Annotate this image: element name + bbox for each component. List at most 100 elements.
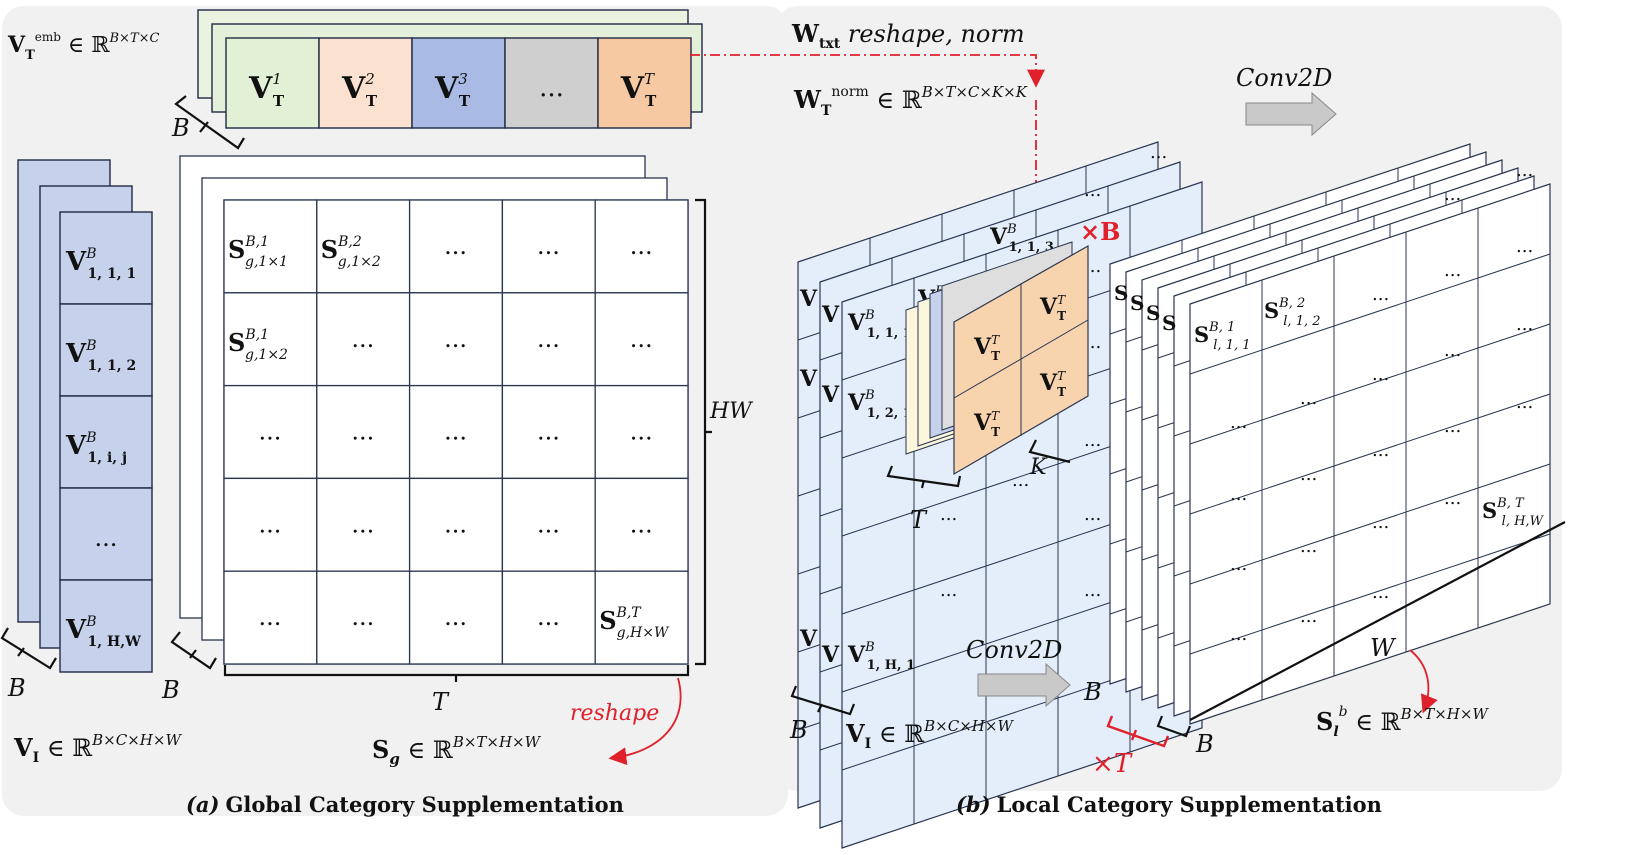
similarity-cell bbox=[316, 384, 411, 480]
input-plane-partial-label: V bbox=[799, 626, 818, 652]
similarity-ellipsis: ... bbox=[351, 603, 374, 631]
output-plane-partial-label: S bbox=[1114, 281, 1128, 305]
similarity-cell bbox=[223, 199, 318, 294]
similarity-cell bbox=[223, 570, 318, 665]
similarity-cell bbox=[316, 570, 411, 665]
output-plane-partial-label: S bbox=[1162, 311, 1176, 335]
conv2d-top-arrow bbox=[1245, 91, 1337, 137]
similarity-ellipsis: ... bbox=[259, 418, 282, 446]
hw-brace bbox=[695, 198, 712, 666]
panel-b-vi-formula: VI ∈ ℝB×C×H×W bbox=[845, 717, 1014, 752]
similarity-ellipsis: ... bbox=[351, 325, 374, 353]
input-plane-ellipsis: ... bbox=[1084, 580, 1101, 601]
similarity-cell bbox=[408, 384, 504, 480]
similarity-cell bbox=[316, 292, 411, 387]
image-feature-ellipsis: ... bbox=[95, 524, 118, 552]
output-b-brace bbox=[1156, 715, 1192, 738]
similarity-cell bbox=[501, 570, 596, 665]
image-feature-cell bbox=[59, 211, 153, 305]
output-plane-ellipsis: ... bbox=[1300, 388, 1317, 409]
input-plane-ellipsis: ... bbox=[940, 580, 957, 601]
similarity-ellipsis: ... bbox=[444, 325, 467, 353]
output-plane-ellipsis: ... bbox=[1444, 184, 1461, 205]
output-plane-ellipsis: ... bbox=[1372, 582, 1389, 603]
reshape-arrow bbox=[608, 677, 682, 766]
similarity-cell bbox=[223, 477, 318, 572]
image-b-brace bbox=[0, 627, 57, 670]
times-t-label: ×T bbox=[1092, 749, 1133, 779]
similarity-cell bbox=[316, 477, 411, 572]
output-b-label: B bbox=[1195, 730, 1214, 758]
similarity-cell bbox=[594, 199, 689, 294]
similarity-cell bbox=[501, 199, 596, 294]
output-plane-partial-label: S bbox=[1130, 291, 1144, 315]
output-plane-ellipsis: ... bbox=[1230, 554, 1247, 575]
panel-b-caption: (b)Local Category Supplementation bbox=[956, 792, 1382, 817]
image-feature-cell bbox=[59, 487, 153, 581]
sim-b-brace bbox=[170, 631, 217, 670]
similarity-ellipsis: ... bbox=[537, 510, 560, 538]
output-plane-ellipsis: ... bbox=[1372, 512, 1389, 533]
similarity-cell bbox=[594, 570, 689, 665]
similarity-cell bbox=[594, 477, 689, 572]
input-plane-partial-label: V bbox=[799, 366, 818, 392]
similarity-cell bbox=[408, 292, 504, 387]
output-plane-ellipsis: ... bbox=[1444, 488, 1461, 509]
output-plane-partial-label: S bbox=[1146, 301, 1160, 325]
hw-label: HW bbox=[709, 399, 754, 424]
input-plane-ellipsis: ... bbox=[1084, 430, 1101, 451]
similarity-ellipsis: ... bbox=[444, 510, 467, 538]
sl-formula: Slb ∈ ℝB×T×H×W bbox=[1316, 704, 1489, 740]
sim-b-label: B bbox=[161, 676, 180, 704]
output-plane-ellipsis: ... bbox=[1300, 464, 1317, 485]
similarity-ellipsis: ... bbox=[351, 510, 374, 538]
image-b-label: B bbox=[7, 674, 26, 702]
kernel-t-brace bbox=[886, 465, 962, 489]
input-plane-ellipsis: ... bbox=[1150, 142, 1167, 163]
output-plane-ellipsis: ... bbox=[1516, 160, 1533, 181]
output-plane-ellipsis: ... bbox=[1516, 236, 1533, 257]
similarity-cell bbox=[501, 477, 596, 572]
text-token-ellipsis: ... bbox=[539, 73, 564, 103]
similarity-cell bbox=[223, 384, 318, 480]
input-plane-ellipsis: ... bbox=[1084, 504, 1101, 525]
similarity-ellipsis: ... bbox=[444, 603, 467, 631]
similarity-cell bbox=[408, 199, 504, 294]
wnorm-formula: WTnorm ∈ ℝB×T×C×K×K bbox=[793, 83, 1028, 119]
similarity-cell bbox=[594, 384, 689, 480]
similarity-ellipsis: ... bbox=[630, 325, 653, 353]
output-plane-ellipsis: ... bbox=[1444, 340, 1461, 361]
conv2d-bottom-label: Conv2D bbox=[966, 636, 1062, 664]
similarity-cell bbox=[594, 292, 689, 387]
output-plane-ellipsis: ... bbox=[1516, 314, 1533, 335]
text-token-cell bbox=[597, 37, 692, 129]
panel-a-caption: (a)Global Category Supplementation bbox=[186, 792, 624, 817]
panel-a-vi-formula: VI ∈ ℝB×C×H×W bbox=[13, 731, 182, 766]
similarity-ellipsis: ... bbox=[351, 418, 374, 446]
output-plane-ellipsis: ... bbox=[1372, 284, 1389, 305]
embedding-b-label: B bbox=[171, 114, 190, 142]
kernel-k-brace bbox=[1028, 439, 1071, 464]
similarity-ellipsis: ... bbox=[537, 325, 560, 353]
w-arrow bbox=[1409, 649, 1438, 714]
input-plane-ellipsis: ... bbox=[940, 504, 957, 525]
output-plane-ellipsis: ... bbox=[1372, 440, 1389, 461]
similarity-ellipsis: ... bbox=[537, 603, 560, 631]
output-plane-ellipsis: ... bbox=[1230, 624, 1247, 645]
